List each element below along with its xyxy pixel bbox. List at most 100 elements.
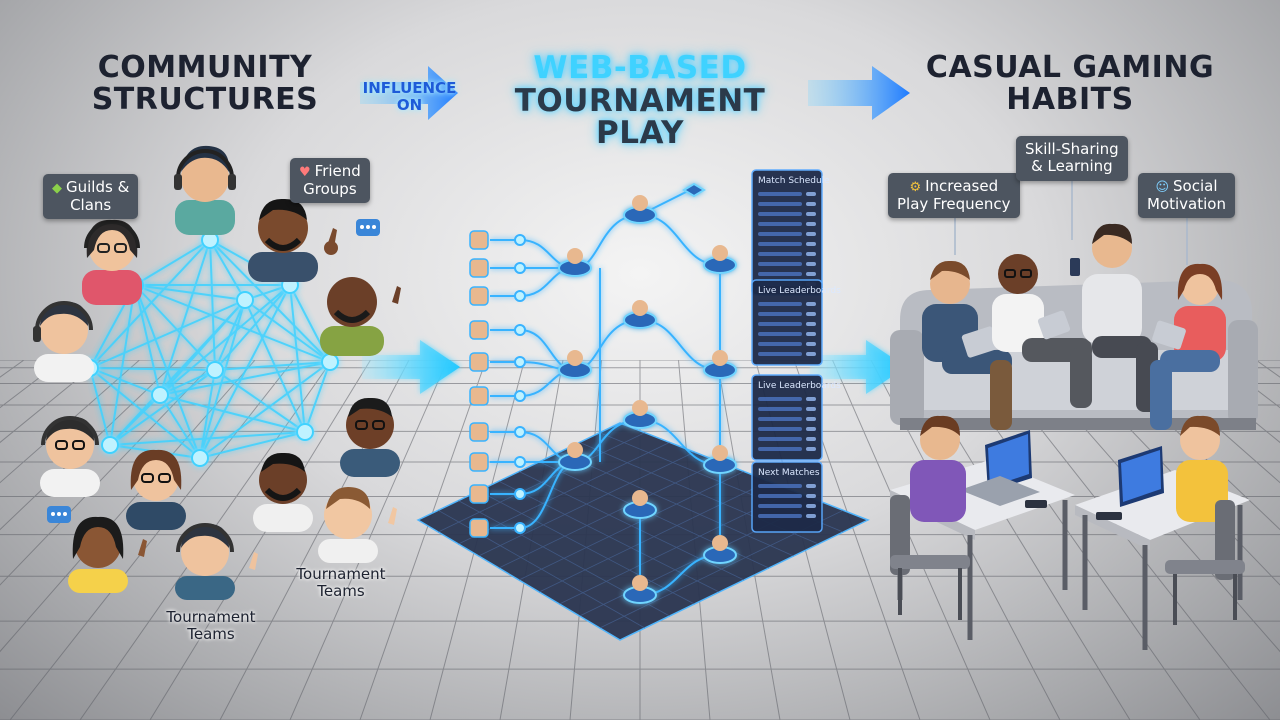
panel-row [758, 252, 802, 256]
panel-row [758, 192, 802, 196]
avatar [469, 352, 489, 372]
network-node [296, 423, 314, 441]
shield-icon: ◆ [52, 181, 62, 196]
influence-arrow [360, 66, 458, 120]
chair [890, 495, 970, 620]
bracket-node [514, 356, 526, 368]
avatar [712, 445, 728, 461]
panel-title: Live Leaderboards [758, 381, 841, 391]
leaderboard-panel: Match Schedule [751, 169, 830, 296]
panel-score [806, 212, 816, 216]
panel-score [806, 407, 816, 411]
bracket-node [514, 324, 526, 336]
panel-score [806, 222, 816, 226]
panel-score [806, 272, 816, 276]
avatar [712, 245, 728, 261]
avatar [469, 452, 489, 472]
panel-row [758, 222, 802, 226]
panel-score [806, 302, 816, 306]
avatar [632, 575, 648, 591]
bracket-node [514, 488, 526, 500]
avatar [1070, 223, 1158, 412]
panel-row [758, 352, 802, 356]
network-node [191, 449, 209, 467]
network-node [206, 361, 224, 379]
panel-score [806, 397, 816, 401]
panel-row [758, 322, 802, 326]
tournament-title: WEB-BASED TOURNAMENT PLAY [514, 50, 766, 152]
avatar [469, 258, 489, 278]
panel-row [758, 407, 802, 411]
avatar [632, 490, 648, 506]
panel-score [806, 352, 816, 356]
panel-score [806, 322, 816, 326]
panel-row [758, 484, 802, 488]
chat-bubble-icon [47, 506, 71, 523]
panel-row [758, 242, 802, 246]
panel-row [758, 302, 802, 306]
avatar [632, 400, 648, 416]
gear-badge-icon: ⚙ [909, 180, 922, 195]
panel-row [758, 202, 802, 206]
avatar [40, 416, 100, 497]
avatar [469, 422, 489, 442]
bracket-node [514, 390, 526, 402]
panel-title: Match Schedule [758, 176, 830, 186]
avatar [567, 442, 583, 458]
network-node [151, 386, 169, 404]
avatar [248, 198, 338, 282]
panel-score [806, 514, 816, 518]
avatar [567, 350, 583, 366]
increased-play-frequency-tag: ⚙Increased Play Frequency [888, 173, 1020, 219]
panel-row [758, 417, 802, 421]
avatar [340, 397, 400, 477]
bracket-node [514, 234, 526, 246]
avatar [469, 386, 489, 406]
avatar [469, 484, 489, 504]
panel-row [758, 514, 802, 518]
panel-row [758, 504, 802, 508]
panel-score [806, 504, 816, 508]
panel-score [806, 494, 816, 498]
panel-row [758, 262, 802, 266]
bracket-node [514, 456, 526, 468]
avatar [469, 320, 489, 340]
avatar [712, 535, 728, 551]
panel-row [758, 312, 802, 316]
bracket-node [514, 262, 526, 274]
chair [1165, 500, 1245, 625]
leaderboard-panel: Next Matches [751, 461, 823, 533]
skill-sharing-tag: Skill-Sharing & Learning [1016, 136, 1128, 181]
panel-row [758, 232, 802, 236]
friend-groups-tag: ♥Friend Groups [290, 158, 370, 204]
avatar [922, 260, 1012, 430]
network-node [236, 291, 254, 309]
avatar [174, 145, 236, 235]
panel-score [806, 484, 816, 488]
community-avatars [33, 145, 401, 600]
panel-score [806, 342, 816, 346]
panel-score [806, 427, 816, 431]
panel-score [806, 192, 816, 196]
leaderboard-panel: Live Leaderboards [751, 279, 841, 366]
tournament-teams-label: Tournament Teams [296, 565, 386, 601]
guilds-clans-tag: ◆Guilds & Clans [43, 174, 139, 220]
chat-bubble-icon [356, 219, 380, 236]
network-node [101, 436, 119, 454]
avatar [320, 277, 401, 356]
top-right-arrow [808, 66, 910, 120]
community-to-tournament-arrow [362, 340, 460, 394]
avatar [567, 248, 583, 264]
panel-row [758, 494, 802, 498]
avatar [68, 516, 147, 593]
avatar [712, 350, 728, 366]
panel-row [758, 342, 802, 346]
social-motivation-tag: ☺Social Motivation [1138, 173, 1235, 219]
panel-title: Live Leaderboards [758, 286, 841, 296]
panel-row [758, 212, 802, 216]
panel-row [758, 397, 802, 401]
avatar [469, 286, 489, 306]
panel-row [758, 447, 802, 451]
panel-title: Next Matches [758, 468, 820, 478]
